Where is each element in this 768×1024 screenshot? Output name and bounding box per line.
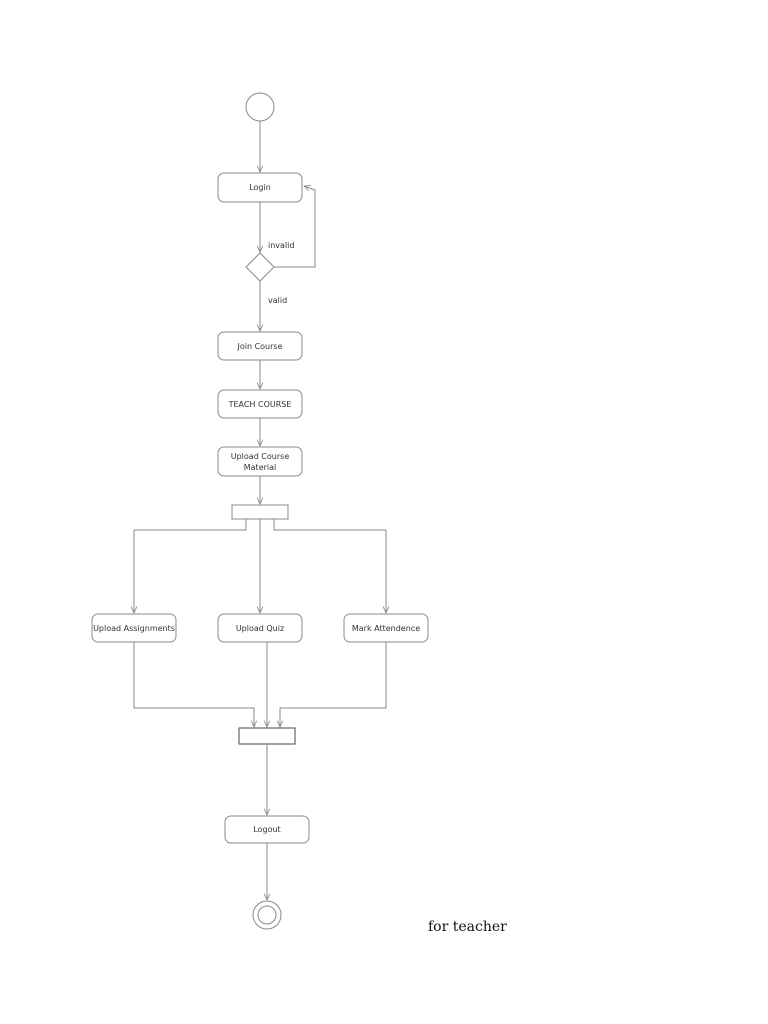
activity-upload-material-label-line2: Material bbox=[244, 463, 277, 472]
guard-invalid: invalid bbox=[268, 241, 294, 250]
final-node bbox=[252, 900, 282, 930]
flow-fork-to-assignments bbox=[134, 519, 247, 613]
activity-join-course-label: Join Course bbox=[236, 342, 282, 351]
activity-upload-quiz-label: Upload Quiz bbox=[236, 624, 284, 633]
activity-upload-course-material: Upload Course Material bbox=[217, 446, 303, 477]
activity-upload-quiz: Upload Quiz bbox=[217, 613, 303, 643]
activity-login: Login bbox=[217, 172, 303, 203]
activity-teach-course: TEACH COURSE bbox=[217, 389, 303, 419]
activity-teach-course-label: TEACH COURSE bbox=[228, 400, 292, 409]
flow-assignments-to-join bbox=[133, 642, 254, 727]
activity-mark-attendence-label: Mark Attendence bbox=[352, 624, 420, 633]
diagram-caption: for teacher bbox=[428, 919, 507, 935]
guard-valid: valid bbox=[268, 296, 287, 305]
initial-node bbox=[245, 92, 275, 122]
join-bar bbox=[238, 727, 296, 745]
activity-logout-label: Logout bbox=[253, 825, 280, 834]
decision-node bbox=[245, 252, 275, 282]
activity-upload-assignments-label: Upload Assignments bbox=[93, 624, 175, 633]
flow-invalid-loop bbox=[274, 186, 316, 268]
activity-upload-assignments: Upload Assignments bbox=[91, 613, 177, 643]
activity-login-label: Login bbox=[249, 183, 271, 192]
activity-mark-attendence: Mark Attendence bbox=[343, 613, 429, 643]
fork-bar bbox=[231, 504, 289, 520]
flow-fork-to-attendance bbox=[273, 519, 386, 613]
flow-attendance-to-join bbox=[280, 642, 387, 727]
activity-join-course: Join Course bbox=[217, 331, 303, 361]
activity-upload-material-label-line1: Upload Course bbox=[231, 452, 290, 461]
activity-logout: Logout bbox=[224, 815, 310, 844]
